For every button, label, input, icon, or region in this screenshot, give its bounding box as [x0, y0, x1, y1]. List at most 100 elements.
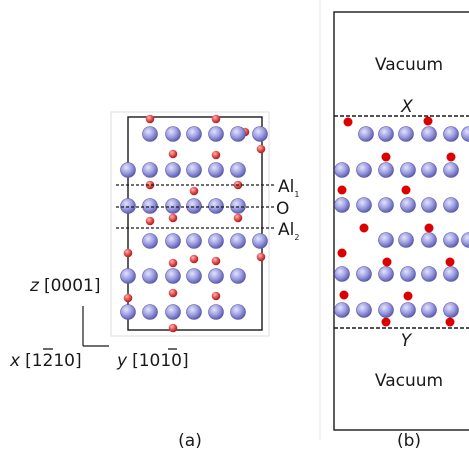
aluminum-atom: [252, 233, 268, 249]
aluminum-atom: [186, 126, 202, 142]
aluminum-atom: [165, 126, 181, 142]
aluminum-atom: [378, 266, 394, 282]
aluminum-atom: [208, 126, 224, 142]
aluminum-atom: [120, 304, 136, 320]
aluminum-atom: [142, 304, 158, 320]
aluminum-atom: [208, 198, 224, 214]
aluminum-atom: [356, 266, 372, 282]
aluminum-atom: [421, 197, 437, 213]
aluminum-atom: [186, 198, 202, 214]
atoms-a: [120, 114, 268, 333]
aluminum-atom: [400, 197, 416, 213]
aluminum-atom: [400, 302, 416, 318]
aluminum-atom: [334, 302, 350, 318]
oxygen-atom: [168, 323, 178, 333]
aluminum-atom: [378, 197, 394, 213]
aluminum-atom: [186, 268, 202, 284]
aluminum-atom: [230, 162, 246, 178]
oxygen-atom: [337, 248, 347, 258]
aluminum-atom: [461, 126, 469, 142]
label-plane-x: X: [400, 97, 413, 117]
aluminum-atom: [142, 126, 158, 142]
oxygen-atom: [123, 293, 133, 303]
oxygen-atom: [401, 185, 411, 195]
aluminum-atom: [356, 302, 372, 318]
oxygen-atom: [168, 288, 178, 298]
aluminum-atom: [208, 268, 224, 284]
label-al2: Al2: [278, 220, 299, 242]
aluminum-atom: [356, 162, 372, 178]
oxygen-atom: [168, 149, 178, 159]
aluminum-atom: [356, 197, 372, 213]
caption-b: (b): [397, 431, 421, 451]
oxygen-atom: [145, 216, 155, 226]
aluminum-atom: [165, 198, 181, 214]
oxygen-atom: [381, 317, 391, 327]
oxygen-atom: [337, 185, 347, 195]
label-vacuum-bottom: Vacuum: [375, 371, 443, 391]
aluminum-atom: [120, 162, 136, 178]
oxygen-atom: [189, 186, 199, 196]
slab-box: [333, 11, 469, 431]
unit-cell-box: [127, 116, 263, 331]
label-vacuum-top: Vacuum: [375, 55, 443, 75]
aluminum-atom: [230, 198, 246, 214]
aluminum-atom: [186, 233, 202, 249]
aluminum-atom: [378, 162, 394, 178]
oxygen-atom: [233, 213, 243, 223]
aluminum-atom: [120, 198, 136, 214]
aluminum-atom: [443, 197, 459, 213]
aluminum-atom: [378, 302, 394, 318]
aluminum-atom: [400, 266, 416, 282]
oxygen-atom: [256, 252, 266, 262]
aluminum-atom: [398, 232, 414, 248]
aluminum-atom: [186, 162, 202, 178]
aluminum-atom: [443, 126, 459, 142]
oxygen-atom: [424, 223, 434, 233]
axis-label-z: z[0001]: [29, 276, 100, 296]
oxygen-atom: [256, 144, 266, 154]
aluminum-atom: [230, 126, 246, 142]
aluminum-atom: [443, 162, 459, 178]
aluminum-atom: [165, 233, 181, 249]
aluminum-atom: [358, 126, 374, 142]
aluminum-atom: [421, 266, 437, 282]
aluminum-atom: [252, 126, 268, 142]
axis-label-x: x[1210]: [9, 351, 82, 371]
aluminum-atom: [443, 232, 459, 248]
oxygen-atom: [403, 291, 413, 301]
aluminum-atom: [230, 304, 246, 320]
aluminum-atom: [378, 126, 394, 142]
label-al1: Al1: [278, 177, 299, 199]
panel-a: Al1 O Al2 z[0001] x[1210] y[1010] (a): [9, 111, 299, 451]
aluminum-atom: [120, 268, 136, 284]
aluminum-atom: [230, 233, 246, 249]
aluminum-atom: [421, 126, 437, 142]
aluminum-atom: [165, 304, 181, 320]
axis-label-y: y[1010]: [116, 351, 189, 371]
oxygen-atom: [168, 213, 178, 223]
aluminum-atom: [398, 126, 414, 142]
oxygen-atom: [359, 223, 369, 233]
oxygen-atom: [445, 257, 455, 267]
oxygen-atom: [446, 152, 456, 162]
label-o: O: [276, 199, 289, 219]
oxygen-atom: [339, 290, 349, 300]
panel-b: Vacuum X Y Vacuum (b): [319, 0, 469, 451]
aluminum-atom: [208, 304, 224, 320]
atoms-b: [334, 116, 469, 327]
oxygen-atom: [211, 114, 221, 124]
aluminum-atom: [186, 304, 202, 320]
panel-a-image-frame: [110, 111, 270, 337]
oxygen-atom: [445, 317, 455, 327]
oxygen-atom: [382, 257, 392, 267]
aluminum-atom: [142, 233, 158, 249]
aluminum-atom: [421, 162, 437, 178]
oxygen-atom: [381, 152, 391, 162]
caption-a: (a): [178, 431, 202, 451]
oxygen-atom: [189, 254, 199, 264]
label-plane-y: Y: [401, 331, 413, 351]
aluminum-atom: [334, 162, 350, 178]
aluminum-atom: [334, 197, 350, 213]
aluminum-atom: [400, 162, 416, 178]
